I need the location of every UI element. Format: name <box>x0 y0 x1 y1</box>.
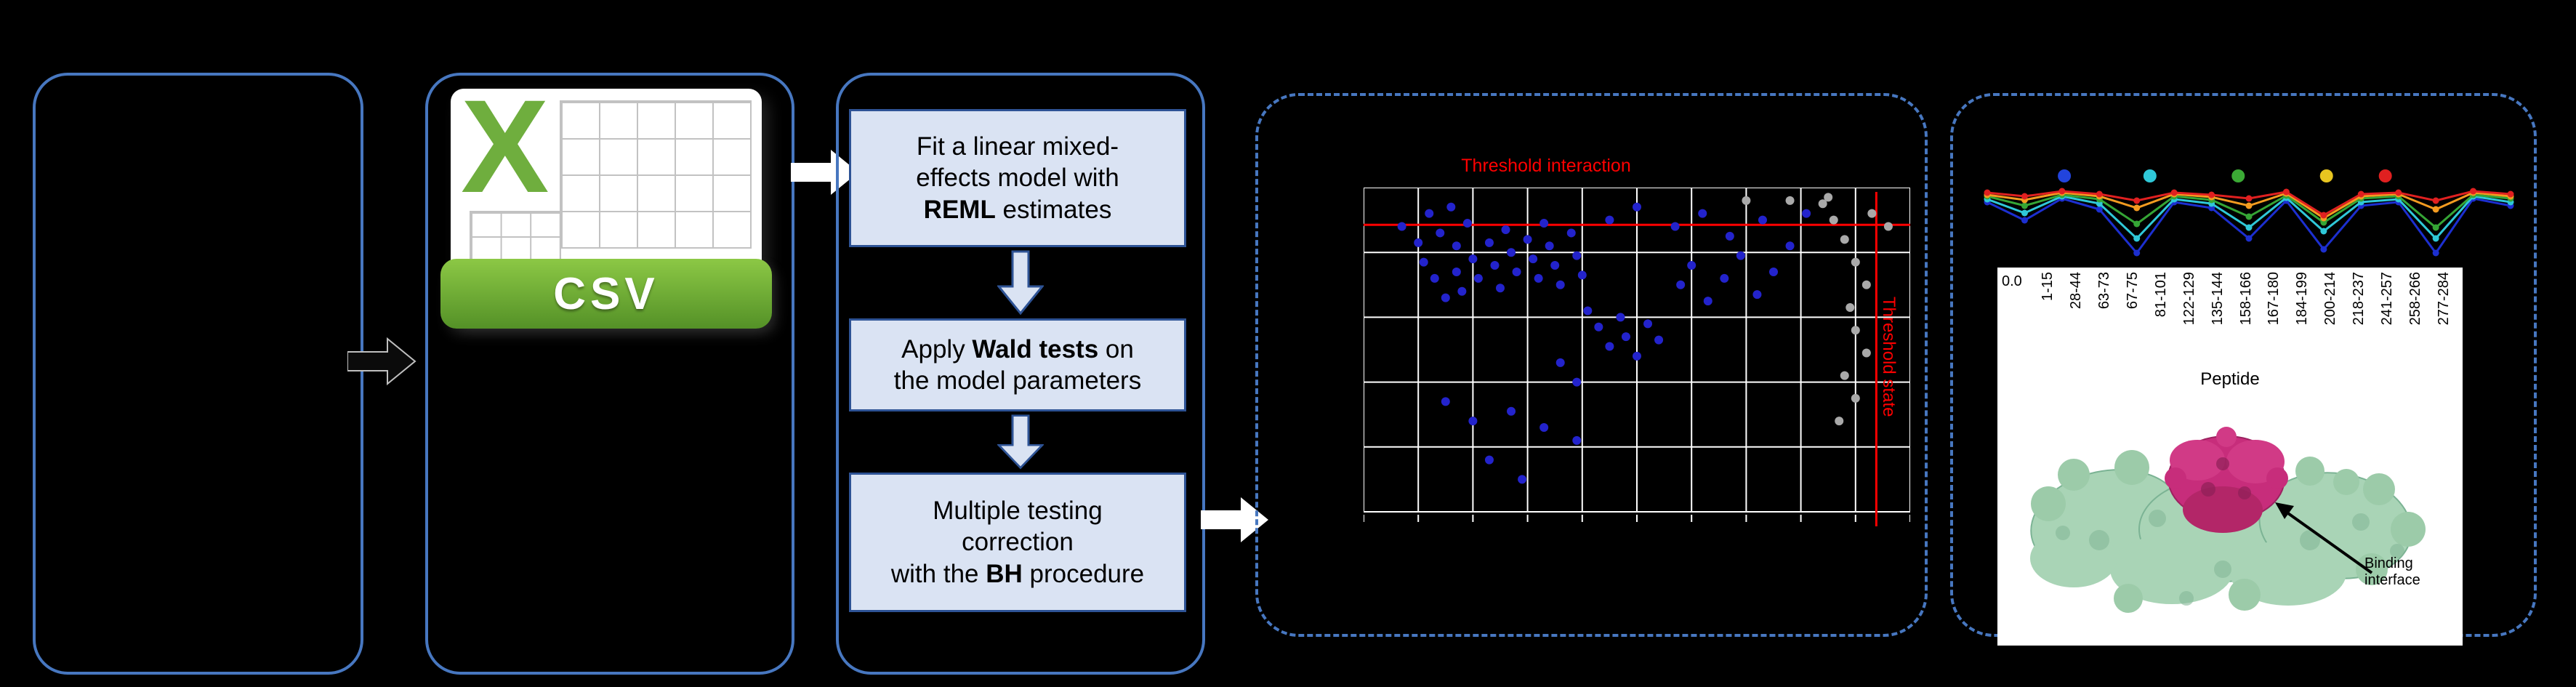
uptake-profile-svg <box>1984 169 2514 257</box>
scatter-points-gray <box>1742 193 1893 426</box>
scatter-points-blue <box>1397 202 1811 484</box>
peptide-axis-label: Peptide <box>2200 369 2260 389</box>
peptide-tick-label: 1-15 <box>2039 272 2056 302</box>
arrow-down-icon <box>997 414 1044 470</box>
uptake-profile-chart <box>1981 167 2516 273</box>
protein-structure-image <box>2030 427 2426 613</box>
spreadsheet-grid-icon <box>560 100 752 249</box>
binding-interface-label: Binding interface <box>2364 555 2420 588</box>
peptide-tick-label: 81-101 <box>2152 272 2169 318</box>
arrow-model-to-results <box>1201 497 1268 542</box>
profile-series-state-red <box>1984 188 2514 219</box>
arrow-csv-to-model <box>791 150 858 195</box>
peptide-tick-label: 122-129 <box>2181 272 2197 326</box>
csv-banner: CSV <box>440 259 772 329</box>
peptide-tick-label: 28-44 <box>2067 272 2084 310</box>
scatter-title: Threshold interaction <box>1461 156 1631 176</box>
y-axis-tick: 0.0 <box>2002 273 2022 289</box>
panel-csv-file <box>425 73 794 675</box>
panel-scatter-results <box>1255 93 1928 637</box>
peptide-tick-label: 167-180 <box>2266 272 2282 326</box>
peptide-tick-label: 135-144 <box>2209 272 2226 326</box>
peptide-tick-label: 200-214 <box>2322 272 2339 326</box>
peptide-tick-label: 63-73 <box>2096 272 2112 310</box>
binding-interface-arrow-icon <box>2275 502 2373 574</box>
threshold-lines <box>1361 192 1910 526</box>
arrow-input-to-csv-icon <box>347 337 416 386</box>
scatter-plot <box>1361 187 1911 536</box>
peptide-structure-card: 0.0 1-15 28-44 63-73 67-75 81-101 122-129 135-… <box>1997 268 2463 646</box>
arrow-down-icon <box>997 250 1044 316</box>
peptide-tick-label: 158-166 <box>2237 272 2254 326</box>
peptide-tick-label: 277-284 <box>2436 272 2452 326</box>
peptide-tick-label: 218-237 <box>2351 272 2367 326</box>
binding-interface-magenta <box>2165 427 2288 533</box>
scatter-right-axis-label: Threshold state <box>1879 297 1899 417</box>
panel-input <box>33 73 363 675</box>
peptide-tick-label: 184-199 <box>2294 272 2311 326</box>
excel-x-icon: X <box>461 72 550 220</box>
peptide-tick-label: 241-257 <box>2379 272 2396 326</box>
panel-statistics <box>836 73 1205 675</box>
peptide-tick-labels: 1-15 28-44 63-73 67-75 81-101 122-129 135-144 1… <box>2034 272 2458 361</box>
profile-legend-dots <box>2058 169 2392 182</box>
scatter-plot-svg <box>1361 187 1911 526</box>
peptide-tick-label: 67-75 <box>2124 272 2141 310</box>
peptide-tick-label: 258-266 <box>2407 272 2424 326</box>
